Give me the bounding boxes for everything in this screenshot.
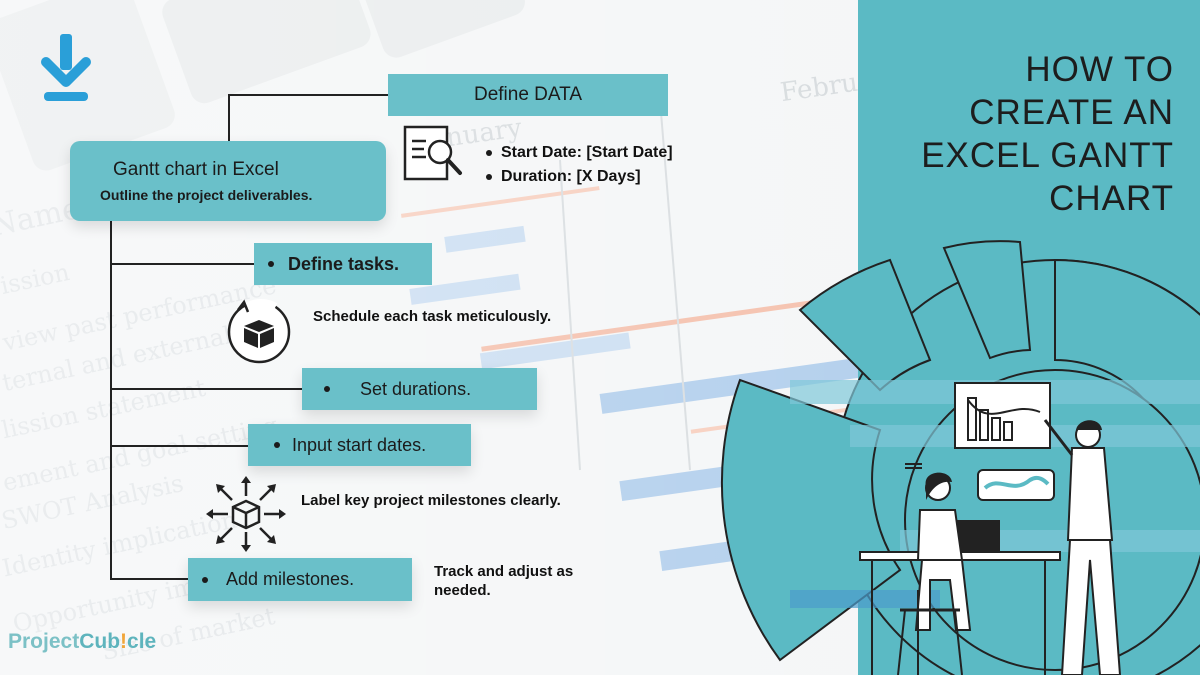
set-durations-box: Set durations. bbox=[302, 368, 537, 410]
document-search-icon bbox=[403, 125, 462, 181]
track-note: Track and adjust as needed. bbox=[434, 563, 574, 599]
bullet-item: Duration: [X Days] bbox=[486, 165, 673, 189]
set-durations-label: Set durations. bbox=[360, 378, 472, 399]
headline-line: HOW TO bbox=[1025, 50, 1174, 89]
input-start-dates-box: Input start dates. bbox=[248, 424, 471, 466]
connector-line bbox=[228, 94, 230, 142]
bullet-dot bbox=[202, 576, 208, 583]
bullet-dot bbox=[268, 261, 274, 267]
headline-line: EXCEL GANTT bbox=[921, 136, 1174, 175]
connector-line bbox=[110, 578, 188, 580]
add-milestones-label: Add milestones. bbox=[226, 569, 355, 589]
distribution-box-icon bbox=[206, 476, 286, 552]
root-subtitle: Outline the project deliverables. bbox=[100, 187, 313, 203]
bullet-item: Start Date: [Start Date] bbox=[486, 141, 673, 165]
define-data-box: Define DATA bbox=[388, 74, 668, 116]
headline-line: CREATE AN bbox=[969, 93, 1174, 132]
define-data-label: Define DATA bbox=[473, 84, 583, 105]
bullet-dot bbox=[274, 442, 280, 448]
package-cycle-icon bbox=[227, 299, 291, 364]
bullet-dot bbox=[324, 386, 330, 392]
connector-line bbox=[228, 94, 388, 96]
bullet-dot bbox=[486, 150, 492, 156]
root-box: Gantt chart in Excel Outline the project… bbox=[70, 141, 386, 221]
root-title: Gantt chart in Excel bbox=[113, 159, 279, 180]
add-milestones-box: Add milestones. bbox=[188, 558, 412, 601]
schedule-note: Schedule each task meticulously. bbox=[313, 308, 552, 325]
gantt-illustration bbox=[720, 240, 1200, 675]
define-tasks-label: Define tasks. bbox=[288, 253, 400, 274]
milestone-note: Label key project milestones clearly. bbox=[301, 492, 561, 509]
connector-line bbox=[110, 263, 254, 265]
input-start-dates-label: Input start dates. bbox=[292, 434, 427, 455]
projectcubicle-logo[interactable]: ProjectCub!cle bbox=[8, 630, 157, 653]
define-data-bullets: Start Date: [Start Date] Duration: [X Da… bbox=[486, 141, 673, 189]
page-headline: HOW TO CREATE AN EXCEL GANTT CHART bbox=[854, 48, 1174, 220]
download-icon[interactable] bbox=[36, 30, 96, 106]
connector-line bbox=[110, 445, 248, 447]
connector-trunk bbox=[110, 220, 112, 580]
define-tasks-box: Define tasks. bbox=[254, 243, 432, 285]
connector-line bbox=[110, 388, 302, 390]
bullet-dot bbox=[486, 174, 492, 180]
headline-line: CHART bbox=[1049, 179, 1174, 218]
